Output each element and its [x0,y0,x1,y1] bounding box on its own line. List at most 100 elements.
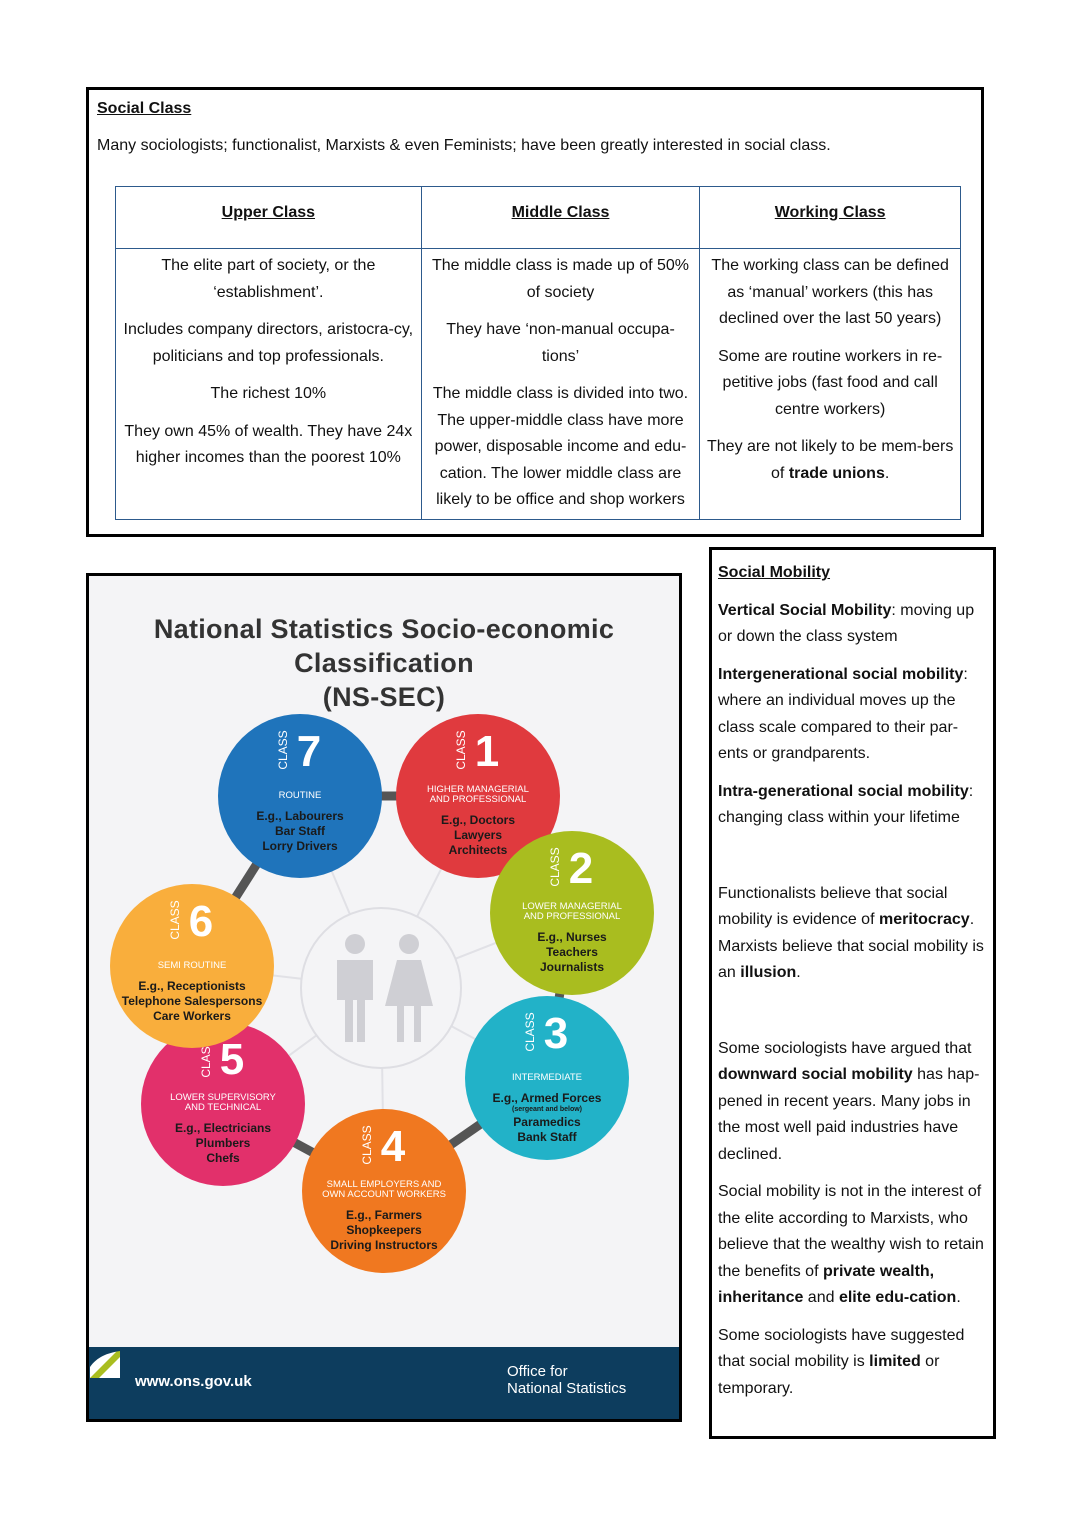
vertical-mobility: Vertical Social Mobility: moving up or d… [718,598,987,651]
class-example: Lawyers [454,828,502,842]
class-example: Lorry Drivers [262,839,338,853]
text: and [803,1289,839,1306]
class-name: HIGHER MANAGERIAL [427,784,529,795]
upper-class-cell: The elite part of society, or the ‘estab… [115,248,422,520]
trade-unions-term: trade unions [788,464,885,482]
class-name: AND PROFESSIONAL [430,794,527,805]
woman-head [399,934,419,954]
text: . [796,964,801,981]
class-example: Plumbers [196,1136,251,1150]
poster-footer: www.ons.gov.uk Office for National Stati… [89,1347,679,1419]
illusion-term: illusion [740,964,797,981]
cell-text: They are not likely to be mem-bers of tr… [706,434,954,487]
class-example: Chefs [206,1151,240,1165]
cell-text: They have ‘non-manual occupa-tions’ [446,321,675,365]
class-word: CLASS [199,1038,213,1077]
class-circle-fill [490,831,654,995]
class-number: 1 [475,727,499,776]
class-word: CLASS [276,730,290,769]
center-circle [300,907,462,1069]
class-name: INTERMEDIATE [512,1072,582,1083]
man-icon [337,934,373,1042]
social-class-box: Social Class Many sociologists; function… [86,87,984,537]
man-head [345,934,365,954]
text: . [956,1289,961,1306]
class-example: E.g., Receptionists [138,979,246,993]
poster-title-line1: National Statistics Socio-economic Class… [153,614,615,678]
term: Vertical Social Mobility [718,601,892,619]
term: Intra-generational social mobility [718,782,969,800]
class-number: 3 [544,1009,568,1058]
poster-title-line2: (NS-SEC) [322,682,446,712]
woman-icon [385,934,433,1042]
text: or temporary. [718,1353,940,1397]
text: . Marxists believe that social mobility … [718,911,984,981]
intergenerational-mobility: Intergenerational social mobility: where… [718,662,987,768]
working-class-cell: The working class can be defined as ‘man… [699,248,961,520]
class-example: Journalists [540,960,604,974]
cell-text: Some are routine workers in re-petitive … [718,347,943,418]
cell-text-part: They are not likely to be mem-bers of [707,438,954,482]
class-example: E.g., Armed Forces [493,1091,602,1105]
cell-text-part: . [884,464,890,482]
cell-text: The elite part of society, or the ‘estab… [161,257,376,301]
cell-text: Includes company directors, aristocra-cy… [123,321,414,365]
class-circle-fill [302,1109,466,1273]
ons-name: Office for National Statistics [507,1363,626,1397]
class-example: E.g., Farmers [346,1208,422,1222]
limited-term: limited [869,1353,921,1370]
class-example: E.g., Labourers [256,809,344,823]
class-circle-fill [110,884,274,1048]
class-example: E.g., Nurses [537,930,607,944]
ns-sec-poster: National Statistics Socio-economic Class… [86,573,682,1422]
social-class-title: Social Class [97,100,192,117]
cell-text: The middle class is divided into two. Th… [432,385,689,508]
woman-body [385,960,433,1042]
limited-mobility: Some sociologists have suggested that so… [718,1323,987,1403]
education-term: elite edu-cation [838,1289,957,1306]
class-word: CLASS [168,900,182,939]
class-name: SMALL EMPLOYERS AND [327,1179,442,1190]
cell-text: The working class can be defined as ‘man… [711,257,949,327]
class-number: 5 [220,1035,244,1084]
intragenerational-mobility: Intra-generational social mobility: chan… [718,779,987,832]
middle-class-header: Middle Class [420,186,701,249]
definition: : changing class within your lifetime [718,782,974,827]
downward-mobility: Some sociologists have argued that downw… [718,1036,987,1169]
ons-logo-icon [90,1348,120,1378]
term: Intergenerational social mobility [718,665,964,683]
class-word: CLASS [360,1125,374,1164]
ons-url-link[interactable]: www.ons.gov.uk [135,1373,252,1390]
class-example: Driving Instructors [330,1238,438,1252]
class-example: Care Workers [153,1009,231,1023]
class-number: 6 [189,897,213,946]
text: Some sociologists have suggested that so… [718,1326,965,1371]
class-name: ROUTINE [279,790,322,801]
social-class-intro: Many sociologists; functionalist, Marxis… [97,137,831,154]
class-name: LOWER SUPERVISORY [170,1092,276,1103]
functionalist-marxist-view: Functionalists believe that social mobil… [718,881,987,987]
text: Functionalists believe that social mobil… [718,884,948,929]
working-class-header: Working Class [699,186,961,249]
class-example: Bank Staff [517,1130,577,1144]
class-example: Bar Staff [275,824,326,838]
upper-class-header: Upper Class [115,186,422,249]
class-circle-fill [465,996,629,1160]
cell-text: They own 45% of wealth. They have 24x hi… [124,422,413,467]
text: has hap-pened in recent years. Many jobs… [718,1066,980,1163]
class-name: LOWER MANAGERIAL [522,901,622,912]
class-circle-fill [218,714,382,878]
ons-name-line2: National Statistics [507,1380,627,1397]
class-number: 4 [381,1122,406,1171]
downward-term: downward social mobility [718,1066,913,1083]
class-example: Shopkeepers [346,1223,422,1237]
ons-name-line1: Office for [507,1363,568,1380]
